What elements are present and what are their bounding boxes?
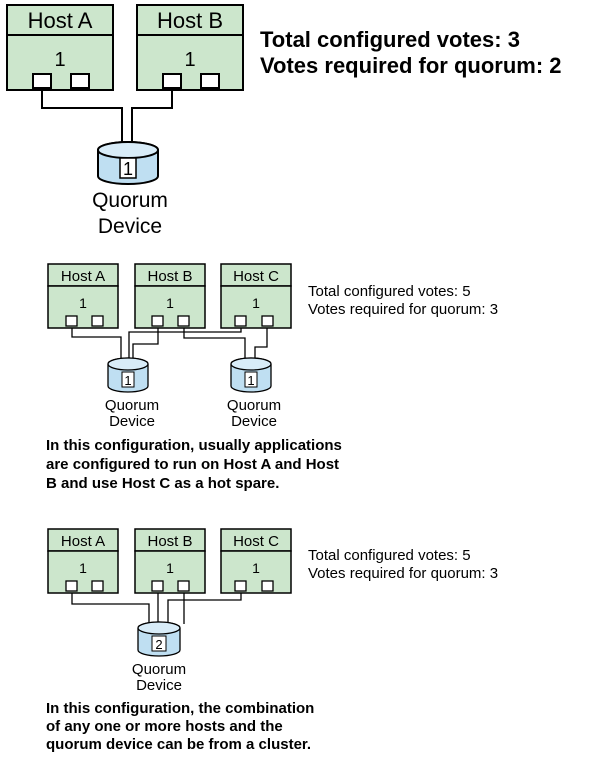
quorum-device-label: Quorum	[132, 661, 186, 678]
total-configured-votes: Total configured votes: 3	[260, 27, 520, 52]
quorum-device-label: Device	[109, 413, 155, 430]
port	[177, 580, 190, 592]
config-3-wires	[71, 591, 242, 624]
port	[234, 315, 247, 327]
port	[70, 73, 90, 89]
config-2-host-b: Host B 1	[134, 263, 206, 329]
quorum-device-votes: 1	[123, 159, 133, 179]
quorum-device-label: Quorum	[105, 397, 159, 414]
total-configured-votes: Total configured votes: 5	[308, 547, 471, 564]
config-3-host-a: Host A 1	[47, 528, 119, 594]
quorum-device-label: Device	[231, 413, 277, 430]
port	[162, 73, 182, 89]
note-line: B and use Host C as a hot spare.	[46, 475, 279, 492]
config-2-quorum-device-right: 1 Quorum Device	[227, 357, 281, 430]
host-name: Host B	[147, 533, 192, 550]
port	[65, 315, 78, 327]
host-name: Host C	[233, 533, 279, 550]
config-2-note: In this configuration, usually applicati…	[46, 437, 342, 492]
port	[261, 580, 274, 592]
quorum-device-label: Device	[98, 215, 162, 238]
config-1-quorum-device: 1 Quorum Device	[92, 141, 168, 238]
config-2-host-c: Host C 1	[220, 263, 292, 329]
host-votes: 1	[252, 295, 260, 311]
note-line: In this configuration, usually applicati…	[46, 437, 342, 454]
host-votes: 1	[166, 560, 174, 576]
quorum-device-label: Quorum	[227, 397, 281, 414]
config-3-host-b: Host B 1	[134, 528, 206, 594]
config-3-host-c: Host C 1	[220, 528, 292, 594]
votes-required-for-quorum: Votes required for quorum: 2	[260, 53, 562, 78]
config-2-wires	[71, 326, 268, 360]
quorum-device-votes: 1	[247, 373, 254, 388]
host-name: Host A	[61, 268, 105, 285]
config-2-quorum-device-left: 1 Quorum Device	[105, 357, 159, 430]
config-1-host-a: Host A 1	[6, 4, 114, 91]
votes-required-for-quorum: Votes required for quorum: 3	[308, 301, 498, 318]
port	[91, 580, 104, 592]
host-votes: 1	[184, 49, 195, 71]
port	[32, 73, 52, 89]
quorum-device-label: Quorum	[92, 189, 168, 212]
host-votes: 1	[79, 295, 87, 311]
host-votes: 1	[252, 560, 260, 576]
total-configured-votes: Total configured votes: 5	[308, 283, 471, 300]
host-name: Host B	[147, 268, 192, 285]
port	[151, 580, 164, 592]
port	[91, 315, 104, 327]
host-name: Host A	[61, 533, 105, 550]
config-1-host-b: Host B 1	[136, 4, 244, 91]
config-3-quorum-device: 2 Quorum Device	[132, 621, 186, 694]
port	[65, 580, 78, 592]
note-line: are configured to run on Host A and Host	[46, 456, 339, 473]
quorum-device-votes: 1	[124, 373, 131, 388]
quorum-device-label: Device	[136, 677, 182, 694]
config-1-wires	[41, 88, 173, 145]
config-2-host-a: Host A 1	[47, 263, 119, 329]
quorum-device-votes: 2	[155, 637, 162, 652]
note-line: of any one or more hosts and the	[46, 718, 283, 735]
config-2: Host A 1 Host B 1 Host C 1	[46, 263, 498, 492]
port	[200, 73, 220, 89]
port	[177, 315, 190, 327]
port	[261, 315, 274, 327]
host-name: Host C	[233, 268, 279, 285]
votes-required-for-quorum: Votes required for quorum: 3	[308, 565, 498, 582]
port	[234, 580, 247, 592]
note-line: quorum device can be from a cluster.	[46, 736, 311, 753]
host-votes: 1	[79, 560, 87, 576]
note-line: In this configuration, the combination	[46, 700, 314, 717]
config-3-note: In this configuration, the combination o…	[46, 700, 314, 753]
config-1: Host A 1 Host B 1 1 Quorum Device Total …	[6, 4, 562, 238]
host-votes: 1	[54, 49, 65, 71]
port	[151, 315, 164, 327]
host-name: Host A	[28, 8, 93, 33]
config-3: Host A 1 Host B 1 Host C 1	[46, 528, 498, 753]
host-name: Host B	[157, 8, 223, 33]
host-votes: 1	[166, 295, 174, 311]
